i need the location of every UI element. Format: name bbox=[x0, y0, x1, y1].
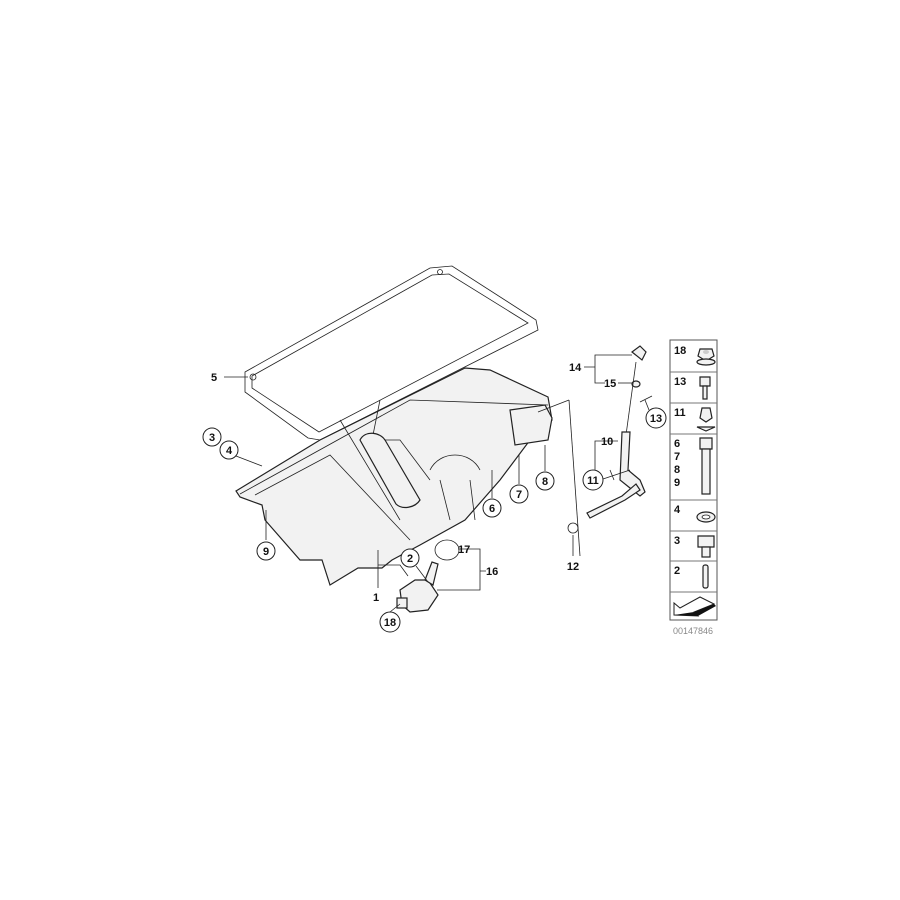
svg-text:13: 13 bbox=[674, 376, 686, 388]
callout-1: 1 bbox=[373, 592, 379, 604]
callout-6: 6 bbox=[482, 498, 502, 518]
svg-text:6: 6 bbox=[674, 438, 680, 450]
svg-text:2: 2 bbox=[407, 553, 413, 565]
svg-text:8: 8 bbox=[674, 464, 680, 476]
svg-text:11: 11 bbox=[674, 407, 686, 419]
long-bolt-icon bbox=[699, 437, 713, 495]
svg-text:2: 2 bbox=[674, 565, 680, 577]
diagram-code: 00147846 bbox=[673, 626, 713, 636]
legend-row-2: 2 bbox=[674, 564, 709, 589]
svg-text:3: 3 bbox=[209, 432, 215, 444]
callout-18: 18 bbox=[379, 611, 401, 633]
svg-text:13: 13 bbox=[650, 413, 662, 425]
flange-nut-icon bbox=[696, 348, 716, 366]
svg-text:12: 12 bbox=[567, 561, 579, 573]
callout-13: 13 bbox=[645, 407, 667, 429]
svg-text:11: 11 bbox=[587, 475, 599, 487]
small-bolt-icon bbox=[699, 376, 711, 400]
oil-pan-gasket bbox=[244, 265, 539, 441]
callout-12: 12 bbox=[567, 561, 579, 573]
legend-row-11: 11 bbox=[674, 407, 716, 432]
callout-8: 8 bbox=[535, 471, 555, 491]
svg-text:18: 18 bbox=[674, 345, 686, 357]
svg-text:4: 4 bbox=[226, 445, 233, 457]
callout-5: 5 bbox=[211, 372, 217, 384]
oil-pan bbox=[235, 367, 553, 586]
svg-text:14: 14 bbox=[569, 362, 582, 374]
callout-11: 11 bbox=[582, 469, 604, 491]
svg-text:1: 1 bbox=[373, 592, 379, 604]
svg-text:17: 17 bbox=[458, 544, 470, 556]
callout-3: 3 bbox=[202, 427, 222, 447]
stud-icon bbox=[702, 564, 709, 589]
legend-row-13: 13 bbox=[674, 376, 711, 400]
legend-row-4: 4 bbox=[674, 504, 716, 523]
callout-17: 17 bbox=[458, 544, 470, 556]
direction-arrow-icon bbox=[673, 596, 716, 617]
callout-7: 7 bbox=[509, 484, 529, 504]
svg-text:3: 3 bbox=[674, 535, 680, 547]
oil-level-sensor bbox=[396, 539, 460, 613]
callout-9: 9 bbox=[256, 541, 276, 561]
svg-text:7: 7 bbox=[516, 489, 522, 501]
svg-text:16: 16 bbox=[486, 566, 498, 578]
legend-row-6789: 6 7 8 9 bbox=[674, 437, 713, 495]
callout-10: 10 bbox=[601, 436, 613, 448]
leader-lines bbox=[224, 354, 650, 613]
svg-text:4: 4 bbox=[674, 504, 681, 516]
callout-2: 2 bbox=[400, 548, 420, 568]
svg-text:9: 9 bbox=[674, 477, 680, 489]
callout-4: 4 bbox=[219, 440, 239, 460]
svg-text:7: 7 bbox=[674, 451, 680, 463]
svg-text:18: 18 bbox=[384, 617, 396, 629]
svg-text:9: 9 bbox=[263, 546, 269, 558]
clip-icon bbox=[696, 407, 716, 432]
svg-text:10: 10 bbox=[601, 436, 613, 448]
callout-15: 15 bbox=[604, 378, 616, 390]
svg-text:6: 6 bbox=[489, 503, 495, 515]
callout-14: 14 bbox=[569, 362, 582, 374]
svg-text:5: 5 bbox=[211, 372, 217, 384]
fastener-legend-panel: 18 13 11 6 7 8 9 4 3 2 bbox=[669, 339, 718, 621]
washer-icon bbox=[696, 511, 716, 523]
dipstick-and-guide-tube bbox=[567, 345, 653, 534]
legend-row-3: 3 bbox=[674, 535, 715, 558]
legend-row-18: 18 bbox=[674, 345, 716, 366]
svg-text:8: 8 bbox=[542, 476, 548, 488]
hex-bolt-icon bbox=[697, 535, 715, 558]
svg-text:15: 15 bbox=[604, 378, 616, 390]
callout-16: 16 bbox=[486, 566, 498, 578]
